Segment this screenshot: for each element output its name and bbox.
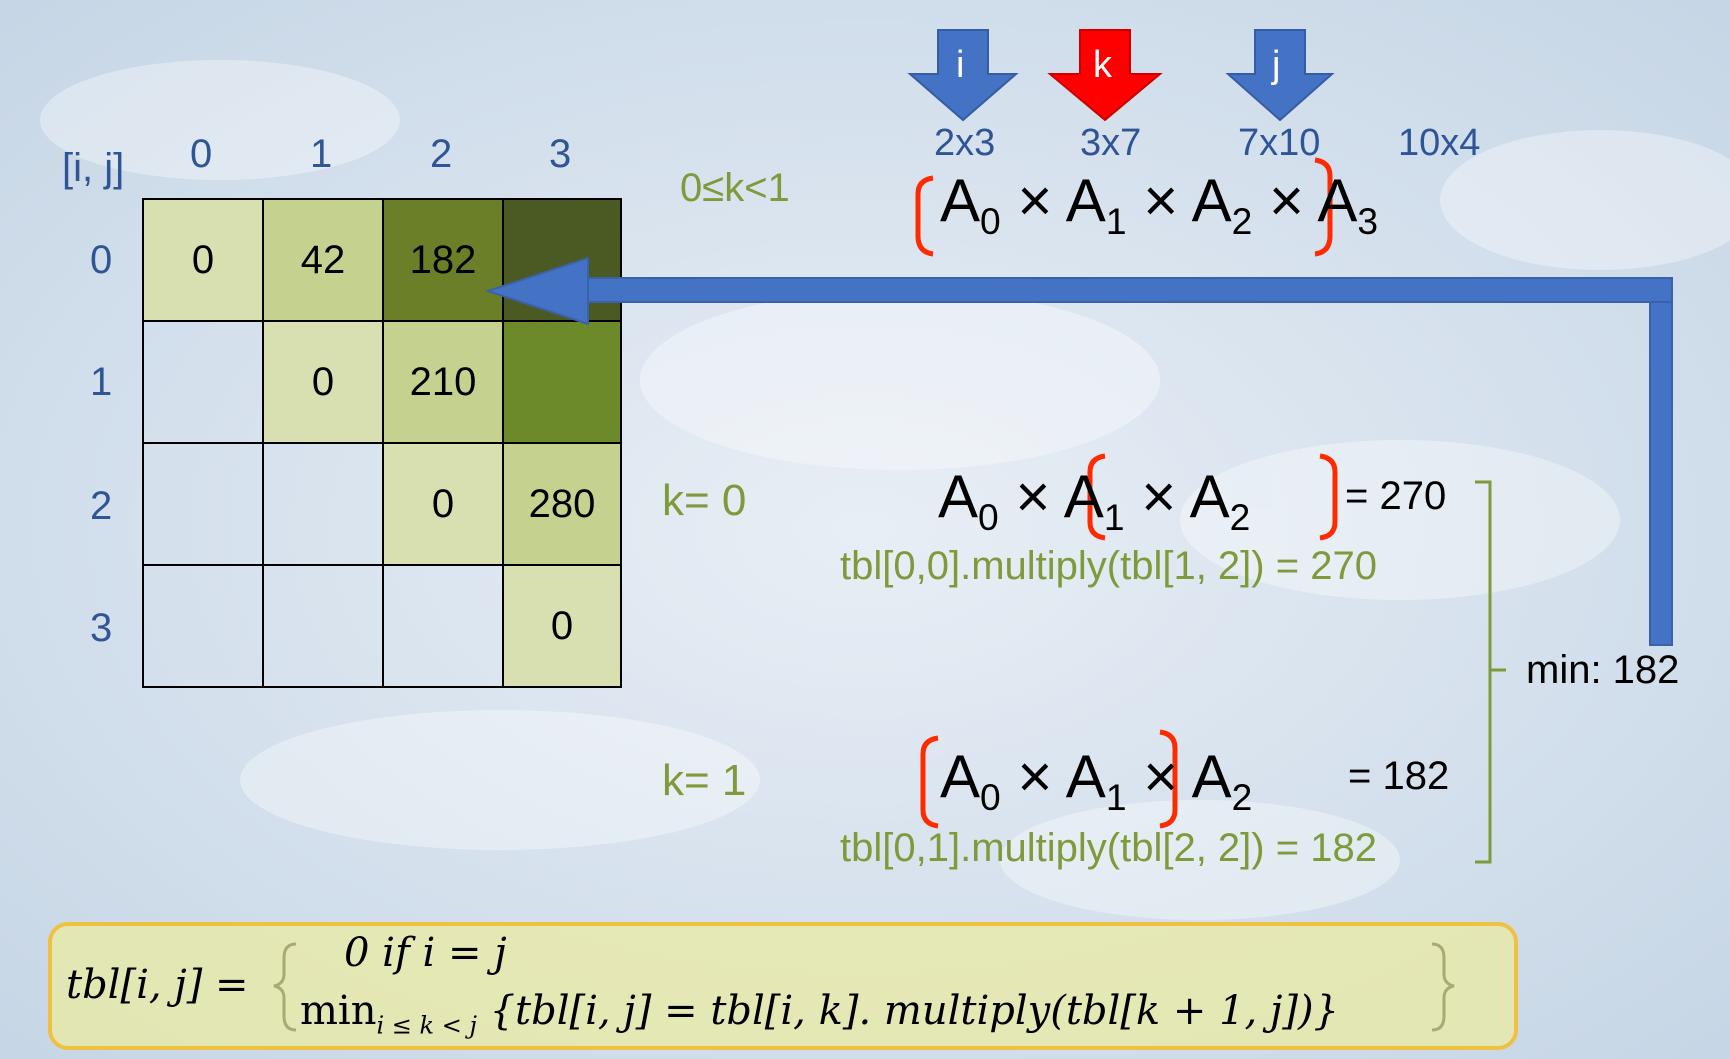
recurrence-body: {tbl[i, j] = tbl[i, k]. multiply(tbl[k +… — [489, 988, 1340, 1034]
min-subscript: i ≤ k < j — [376, 1011, 477, 1040]
dim-2: 7x10 — [1238, 122, 1321, 164]
split1-code: tbl[0,1].multiply(tbl[2, 2]) = 182 — [840, 826, 1377, 870]
split0-code: tbl[0,0].multiply(tbl[1, 2]) = 270 — [840, 544, 1377, 588]
min-operator: min — [300, 988, 377, 1034]
table-cell — [502, 320, 622, 444]
dim-3: 10x4 — [1398, 122, 1481, 164]
table-cell: 0 — [262, 320, 384, 444]
matrix-A1: A1 — [1063, 463, 1125, 539]
recurrence-case2: mini ≤ k < j {tbl[i, j] = tbl[i, k]. mul… — [300, 988, 1339, 1040]
matrix-A0: A0 — [938, 463, 999, 539]
i-pointer-arrow-icon — [907, 29, 1019, 122]
matrix-A2: A2 — [1189, 463, 1251, 539]
matrix-A3: A3 — [1317, 167, 1379, 243]
row-header-2: 2 — [90, 484, 113, 528]
matrix-A2: A2 — [1191, 743, 1253, 819]
col-header-0: 0 — [190, 132, 213, 176]
matrix-chain: A0 × A1 × A2 × A3 — [940, 166, 1378, 243]
k-pointer-arrow-icon — [1047, 29, 1163, 122]
chain-brackets — [915, 157, 1338, 829]
j-pointer-arrow-icon — [1225, 29, 1335, 122]
split0-expression: A0 × A1 × A2 — [938, 462, 1250, 539]
table-corner-label: [i, j] — [62, 146, 125, 190]
times-op: × — [1143, 167, 1179, 234]
times-op: × — [1015, 463, 1051, 530]
times-op: × — [1268, 167, 1305, 234]
matrix-A1: A1 — [1065, 167, 1127, 243]
recurrence-case1: 0 if i = j — [344, 930, 507, 976]
row-header-3: 3 — [90, 606, 113, 650]
times-op: × — [1143, 743, 1179, 810]
col-header-2: 2 — [430, 132, 453, 176]
matrix-A0: A0 — [940, 167, 1001, 243]
split0-result: = 270 — [1345, 474, 1447, 518]
table-cell: 182 — [382, 198, 504, 322]
table-cell: 0 — [502, 564, 622, 688]
times-op: × — [1017, 743, 1053, 810]
pointer-i-label: i — [956, 44, 965, 86]
split1-label: k= 1 — [662, 756, 747, 805]
table-cell: 280 — [502, 442, 622, 566]
table-cell: 210 — [382, 320, 504, 444]
col-header-1: 1 — [310, 132, 333, 176]
split1-result: = 182 — [1348, 754, 1450, 798]
times-op: × — [1141, 463, 1177, 530]
matrix-A0: A0 — [940, 743, 1001, 819]
split0-label: k= 0 — [662, 476, 747, 525]
recurrence-box — [48, 922, 1518, 1050]
col-header-3: 3 — [549, 132, 572, 176]
matrix-A1: A1 — [1065, 743, 1127, 819]
row-header-1: 1 — [90, 360, 113, 404]
split1-expression: A0 × A1 × A2 — [940, 742, 1252, 819]
dim-0: 2x3 — [934, 122, 996, 164]
table-cell: 0 — [382, 442, 504, 566]
table-cell: 0 — [142, 198, 264, 322]
result-arrow-icon — [484, 256, 1673, 646]
row-header-0: 0 — [90, 238, 113, 282]
times-op: × — [1017, 167, 1053, 234]
pointer-j-label: j — [1272, 44, 1281, 86]
matrix-A2: A2 — [1191, 167, 1253, 243]
min-label: min: 182 — [1526, 648, 1680, 692]
pointer-k-label: k — [1093, 44, 1112, 86]
recurrence-lhs: tbl[i, j] = — [66, 962, 249, 1008]
k-range-label: 0≤k<1 — [680, 166, 790, 210]
min-bracket — [1475, 480, 1506, 864]
dim-1: 3x7 — [1080, 122, 1142, 164]
